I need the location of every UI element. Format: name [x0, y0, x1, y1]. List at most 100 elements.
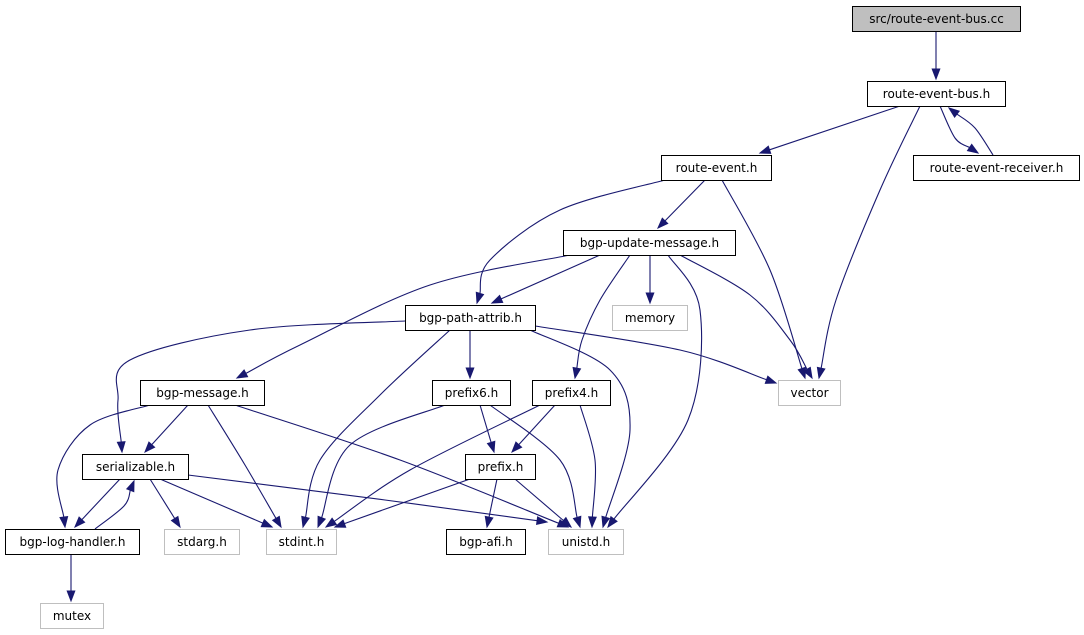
node-label: serializable.h	[96, 460, 175, 474]
edge-arrowhead	[607, 515, 618, 529]
node-bgp-message-h[interactable]: bgp-message.h	[140, 380, 265, 406]
edge-arrowhead	[484, 515, 494, 529]
node-bgp-log-handler-h[interactable]: bgp-log-handler.h	[5, 529, 140, 555]
edge-arrowhead	[758, 145, 772, 154]
edge-bgp-path-attrib-h-to-vector	[534, 325, 778, 384]
edge-line	[333, 404, 541, 522]
node-label: vector	[790, 386, 828, 400]
node-label: prefix4.h	[545, 386, 598, 400]
node-vector: vector	[778, 380, 841, 406]
node-bgp-path-attrib-h[interactable]: bgp-path-attrib.h	[405, 305, 536, 331]
edge-arrowhead	[572, 366, 582, 380]
edge-route-event-receiver-h-to-route-event-bus-h	[947, 107, 994, 156]
node-box	[164, 529, 240, 555]
node-label: unistd.h	[562, 535, 611, 549]
edge-arrowhead	[486, 440, 496, 454]
edge-line	[500, 254, 601, 300]
node-box	[661, 155, 772, 181]
node-box	[405, 305, 536, 331]
edge-line	[479, 179, 666, 294]
node-box	[40, 603, 104, 629]
edge-bgp-update-message-h-to-memory	[645, 255, 655, 305]
edge-arrowhead	[802, 366, 813, 380]
node-route-event-bus-h[interactable]: route-event-bus.h	[867, 81, 1006, 107]
edge-bgp-message-h-to-bgp-log-handler-h	[56, 404, 151, 529]
edge-line	[956, 113, 994, 156]
edge-bgp-update-message-h-to-bgp-message-h	[235, 254, 571, 379]
edge-line	[664, 179, 706, 222]
node-mutex: mutex	[40, 603, 104, 629]
edge-arrowhead	[490, 294, 504, 304]
edge-bgp-path-attrib-h-to-serializable-h	[115, 320, 406, 454]
edge-arrowhead	[125, 479, 135, 493]
edge-arrowhead	[324, 517, 338, 528]
edge-line	[679, 254, 808, 370]
edge-route-event-h-to-vector	[721, 179, 807, 380]
edge-prefix4-h-to-stdint-h	[324, 404, 541, 528]
node-serializable-h[interactable]: serializable.h	[82, 454, 189, 480]
node-route-event-bus-cc[interactable]: src/route-event-bus.cc	[852, 6, 1021, 32]
edge-line	[489, 404, 578, 518]
edge-prefix-h-to-bgp-afi-h	[484, 478, 498, 529]
node-label: src/route-event-bus.cc	[869, 12, 1004, 26]
edge-bgp-log-handler-h-to-mutex	[66, 554, 76, 603]
node-box	[612, 305, 688, 331]
edge-arrowhead	[317, 515, 327, 529]
edge-bgp-update-message-h-to-vector	[679, 254, 813, 380]
node-prefix6-h[interactable]: prefix6.h	[432, 380, 511, 406]
node-stdint-h: stdint.h	[266, 529, 337, 555]
node-route-event-receiver-h[interactable]: route-event-receiver.h	[913, 155, 1080, 181]
edge-line	[344, 478, 471, 525]
edge-arrowhead	[116, 441, 126, 454]
node-label: prefix.h	[478, 460, 524, 474]
edge-bgp-path-attrib-h-to-unistd-h	[529, 329, 631, 529]
edge-arrowhead	[271, 515, 282, 529]
edge-arrowhead	[601, 515, 611, 529]
edge-line	[613, 254, 703, 520]
node-box	[140, 380, 265, 406]
node-box	[563, 230, 736, 256]
node-bgp-afi-h[interactable]: bgp-afi.h	[446, 529, 526, 555]
edge-route-event-bus-h-to-vector	[816, 105, 921, 380]
edge-prefix4-h-to-prefix-h	[511, 404, 556, 454]
node-box	[548, 529, 624, 555]
edge-line	[529, 329, 631, 518]
edge-line	[234, 404, 559, 524]
node-box	[432, 380, 511, 406]
node-bgp-update-message-h[interactable]: bgp-update-message.h	[563, 230, 736, 256]
edge-line	[151, 404, 189, 445]
edge-arrowhead	[572, 515, 582, 529]
edge-line	[304, 329, 451, 518]
edge-arrowhead	[588, 516, 597, 529]
node-route-event-h[interactable]: route-event.h	[661, 155, 772, 181]
edge-line	[579, 404, 597, 518]
nodes-layer: src/route-event-bus.cc route-event-bus.h r…	[5, 6, 1080, 629]
edge-arrowhead	[947, 107, 961, 118]
edge-line	[159, 478, 264, 524]
edge-line	[820, 105, 921, 369]
edge-serializable-h-to-stdarg-h	[149, 478, 181, 529]
edge-prefix-h-to-unistd-h	[514, 478, 573, 528]
node-unistd-h: unistd.h	[548, 529, 624, 555]
node-label: stdarg.h	[177, 535, 227, 549]
edge-line	[479, 404, 492, 443]
node-label: prefix6.h	[445, 386, 498, 400]
node-prefix-h[interactable]: prefix.h	[465, 454, 536, 480]
edge-line	[514, 478, 564, 521]
edge-arrowhead	[511, 441, 523, 454]
edge-line	[207, 404, 277, 519]
edge-bgp-message-h-to-stdint-h	[207, 404, 282, 529]
edge-line	[518, 404, 556, 445]
node-box	[867, 81, 1006, 107]
edge-arrowhead	[301, 515, 310, 529]
edge-arrowhead	[66, 590, 76, 603]
node-label: stdint.h	[279, 535, 325, 549]
edge-bgp-log-handler-h-to-serializable-h	[94, 479, 135, 530]
node-label: bgp-path-attrib.h	[419, 311, 522, 325]
edge-bgp-path-attrib-h-to-prefix6-h	[465, 330, 475, 380]
edge-arrowhead	[144, 441, 156, 454]
node-prefix4-h[interactable]: prefix4.h	[532, 380, 611, 406]
node-box	[266, 529, 337, 555]
edge-arrowhead	[797, 366, 807, 380]
